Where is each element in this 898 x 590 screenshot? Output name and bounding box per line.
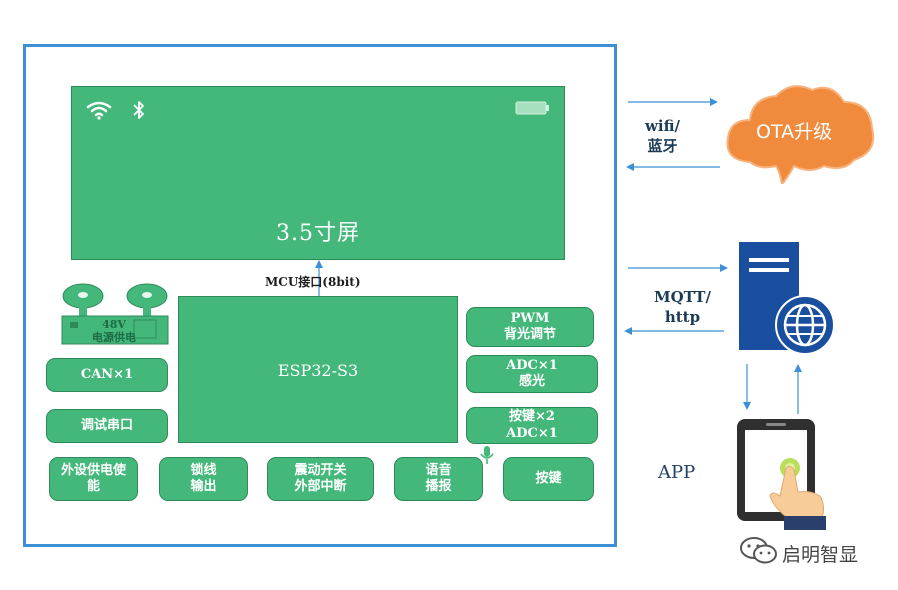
can-block: CAN×1 (46, 358, 168, 392)
cloud-icon (726, 85, 875, 184)
microphone-icon (480, 446, 494, 464)
adc-light-block: ADC×1 感光 (466, 355, 598, 393)
app-label: APP (658, 462, 696, 483)
wechat-icon (740, 537, 777, 564)
wifi-icon (86, 101, 112, 120)
mcu-label: ESP32-S3 (277, 361, 359, 380)
watermark-text: 启明智显 (782, 544, 859, 566)
ext-power-enable-block: 外设供电使 能 (49, 457, 138, 501)
bluetooth-icon (133, 101, 144, 119)
key-block: 按键 (503, 457, 594, 501)
globe-icon (775, 295, 835, 355)
display-screen-block: 3.5寸屏 (71, 86, 565, 260)
voice-broadcast-block: 语音 播报 (394, 457, 483, 501)
hand-icon (769, 458, 826, 530)
cloud-label: OTA升级 (756, 121, 833, 143)
wifi-bt-link-label: wifi/ 蓝牙 (645, 117, 680, 155)
vibration-interrupt-block: 震动开关 外部中断 (267, 457, 374, 501)
battery-icon (515, 101, 549, 115)
debug-uart-block: 调试串口 (46, 409, 168, 443)
screen-title: 3.5寸屏 (276, 221, 360, 246)
mqtt-http-link-label: MQTT/ http (654, 288, 711, 326)
lock-output-block: 锁线 输出 (159, 457, 248, 501)
keys-adc-block: 按键×2 ADC×1 (466, 407, 598, 444)
mcu-interface-label: MCU接口(8bit) (265, 275, 361, 289)
power-supply-label: 48V 电源供电 (92, 318, 136, 345)
power-supply-icon (61, 283, 169, 345)
pwm-backlight-block: PWM 背光调节 (466, 307, 594, 347)
mcu-block: ESP32-S3 (178, 296, 458, 443)
